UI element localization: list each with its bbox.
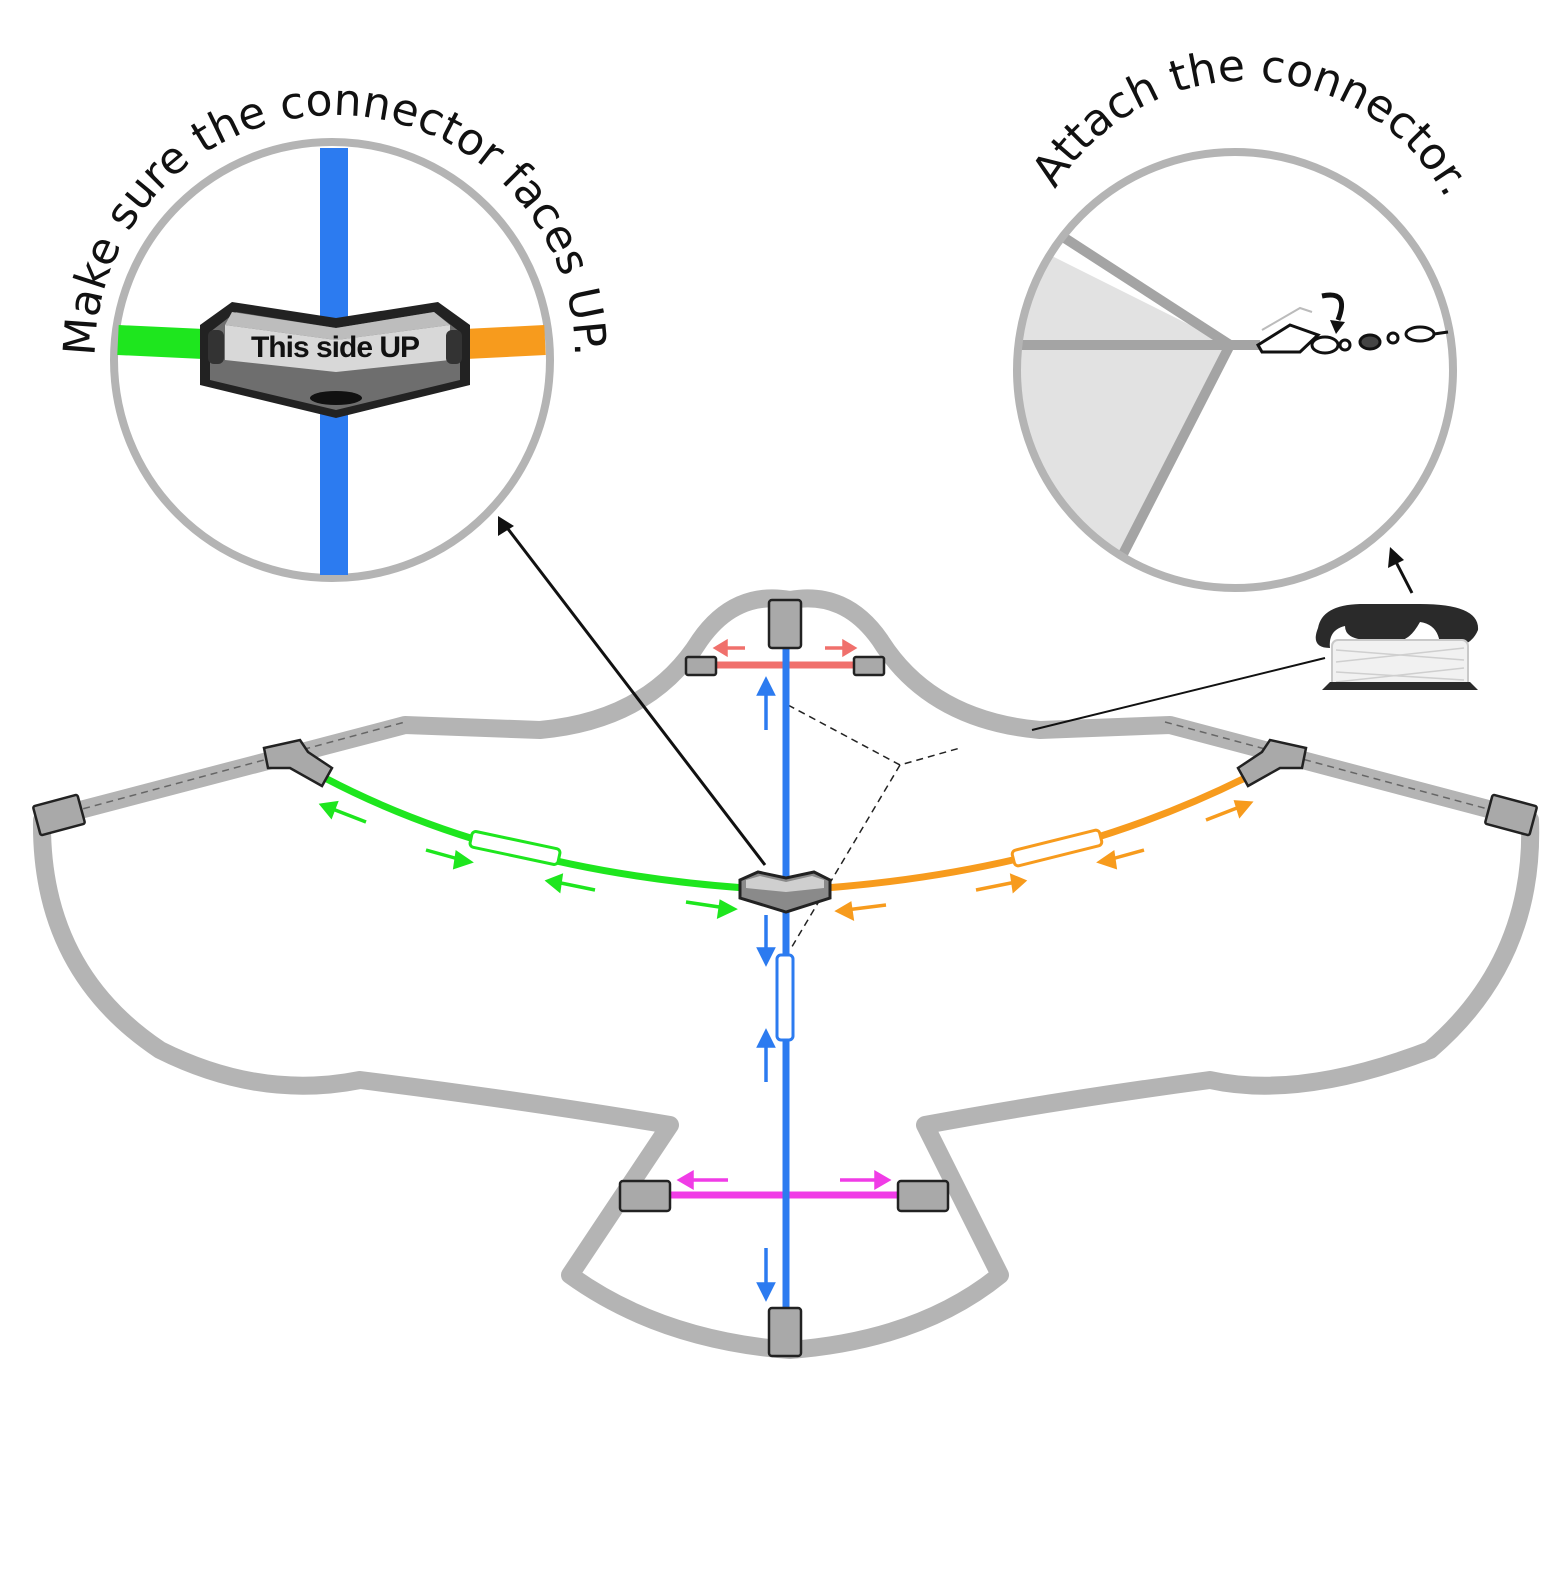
curved-arrow-icon [1321,292,1344,321]
tail-cap [767,1306,803,1358]
right-wing-tip-cap [1484,793,1538,837]
left-wing-tip-cap [32,793,86,837]
tail-spar-right-cap [896,1179,950,1213]
kite-sail-panel [1017,230,1230,560]
head-spar-left-cap [684,655,718,677]
direction-arrows [318,638,1254,1302]
flying-line [1031,657,1326,731]
right-callout: Attach the connector. [1013,40,1481,592]
left-callout: This side UP Make sure the connector fac… [54,75,615,582]
left-spar-ferrule [468,830,562,866]
tail-spar-left-cap [618,1179,672,1213]
big-connector [200,302,470,418]
right-spar-ferrule [1010,828,1104,868]
center-connector [738,870,832,914]
callout-pointer-left [503,524,767,866]
spine-ferrule [775,953,795,1042]
left-wing-elbow [262,738,334,788]
nose-cap [767,598,803,650]
line-winder-icon [1315,604,1479,690]
arrow-up-icon [1388,547,1404,568]
snap-swivel-icon [1255,306,1449,355]
callout-pointer-right [1393,559,1414,594]
end-caps [32,598,1538,1358]
right-wing-elbow [1236,738,1308,788]
bridle-line [787,704,961,766]
connector-label: This side UP [251,331,419,364]
head-spar-right-cap [852,655,886,677]
arrow-up-left-icon [498,516,514,536]
